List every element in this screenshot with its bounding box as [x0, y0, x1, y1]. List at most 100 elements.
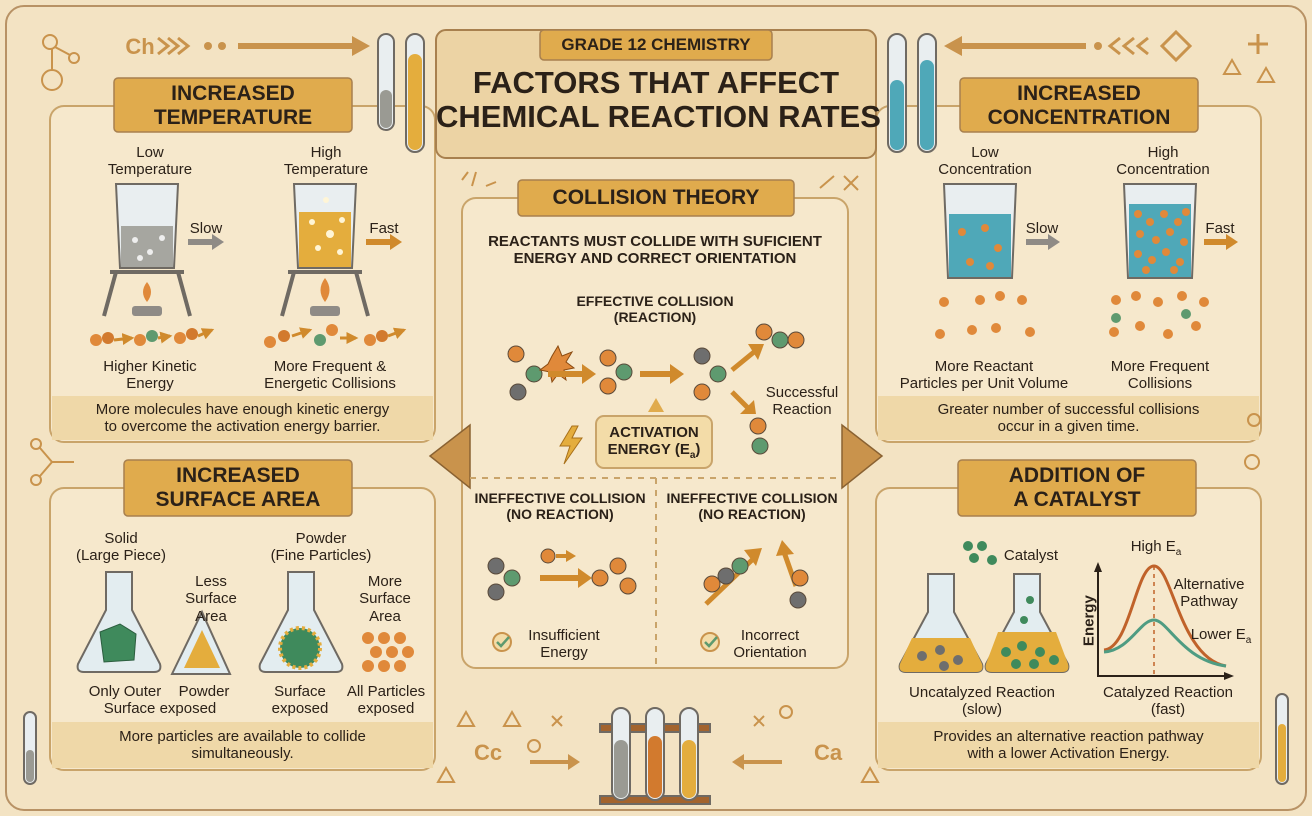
banner-surface [123, 459, 353, 517]
conc-caption-right: More Frequent Collisions [1092, 358, 1228, 393]
conc-fast-label: Fast [1205, 220, 1235, 237]
high-conc-label-1: High [1147, 144, 1179, 161]
less-surface-label-1: Less [195, 573, 227, 590]
low-conc-label-1: Low [971, 144, 999, 161]
footer-strip-surface [52, 722, 433, 768]
temperature-footer-1: More molecules have enough kinetic energ… [95, 401, 390, 418]
conc-caption-left-2: Particles per Unit Volume [899, 375, 1069, 393]
temp-slow-label: Slow [189, 220, 223, 237]
temperature-title: INCREASED TEMPERATURE [114, 82, 352, 130]
less-surface-label-2: Surface [185, 590, 237, 608]
collision-subtitle-2: ENERGY AND CORRECT ORIENTATION [513, 250, 797, 268]
concentration-title-2: CONCENTRATION [987, 106, 1171, 130]
lower-ea-subscript: a [1245, 635, 1252, 646]
concentration-title: INCREASED CONCENTRATION [960, 82, 1198, 130]
beaker-high-conc-icon [1122, 183, 1198, 279]
collision-subtitle-1: REACTANTS MUST COLLIDE WITH SUFICIENT [488, 233, 822, 250]
successful-reaction-label-2: Reaction [772, 401, 832, 419]
ineffective-left-label-1: INEFFECTIVE COLLISION [474, 490, 646, 506]
conc-particles-icon [935, 291, 1209, 339]
less-surface-label-3: Area [195, 607, 227, 625]
surface-footer-2: simultaneously. [191, 745, 294, 763]
banner-catalyst [957, 459, 1197, 517]
surface-title: INCREASED SURFACE AREA [124, 464, 352, 512]
surface-caption-3-1: Surface [274, 683, 326, 700]
grade-banner [539, 29, 773, 61]
temperature-footer: More molecules have enough kinetic energ… [52, 401, 433, 436]
catalyst-label: Catalyst [1003, 547, 1059, 564]
ineffective-left-label: INEFFECTIVE COLLISION (NO REACTION) [466, 490, 654, 522]
uncatalyzed-label: Uncatalyzed Reaction (slow) [894, 684, 1070, 719]
surface-caption-3-2: exposed [271, 700, 329, 718]
temp-caption-right-2: Energetic Collisions [264, 375, 396, 393]
test-tube-icon [377, 33, 937, 153]
lower-ea-text: Lower E [1190, 626, 1246, 643]
collision-title: COLLISION THEORY [552, 186, 760, 209]
surface-caption-4-2: exposed [357, 700, 415, 718]
temp-caption-left: Higher Kinetic Energy [80, 358, 220, 393]
test-tube-rack-icon [599, 707, 711, 805]
surface-title-2: SURFACE AREA [155, 488, 321, 512]
high-temp-label-1: High [310, 144, 342, 161]
page-title: FACTORS THAT AFFECT CHEMICAL REACTION RA… [436, 66, 881, 134]
insufficient-energy-label-2: Energy [540, 644, 588, 662]
surface-footer: More particles are available to collide … [52, 728, 433, 763]
surface-title-1: INCREASED [176, 464, 300, 487]
activation-energy-close: ) [695, 441, 701, 459]
concentration-footer-2: occur in a given time. [997, 418, 1140, 436]
more-surface-label: More Surface Area [350, 573, 420, 625]
footer-strip-concentration [878, 396, 1259, 440]
ineffective-right-label-1: INEFFECTIVE COLLISION [666, 490, 838, 506]
catalyzed-label-1: Catalyzed Reaction [1102, 684, 1234, 701]
catalyst-title-2: A CATALYST [1013, 488, 1141, 512]
successful-reaction-label: Successful Reaction [752, 384, 852, 419]
deco-ch: Ch [125, 34, 155, 59]
deco-ca: Ca [813, 740, 843, 765]
all-particles-icon [362, 632, 414, 672]
surface-caption-1: Only Outer [88, 683, 162, 700]
high-ea-label: High Ea [1116, 538, 1196, 559]
incorrect-orientation-label-2: Orientation [733, 644, 807, 662]
banner-concentration [959, 77, 1199, 133]
alternative-pathway-label-1: Alternative [1173, 576, 1245, 593]
effective-collision-label-2: (REACTION) [613, 309, 697, 326]
concentration-footer-1: Greater number of successful collisions [937, 401, 1200, 418]
solid-label-1: Solid [104, 530, 138, 547]
arrow-right-icon [841, 423, 884, 490]
activation-energy-label: ACTIVATION ENERGY (Ea) [596, 424, 712, 462]
conc-slow-label: Slow [1025, 220, 1059, 237]
temp-caption-right: More Frequent & Energetic Collisions [250, 358, 410, 393]
high-ea-text: High E [1130, 538, 1176, 555]
surface-caption-2: Powder [178, 683, 230, 700]
flask-powder-icon [258, 571, 344, 673]
footer-strip-catalyst [878, 722, 1259, 768]
activation-energy-label-1: ACTIVATION [609, 424, 699, 441]
temp-caption-left-1: Higher Kinetic [103, 358, 197, 375]
conc-caption-right-1: More Frequent [1110, 358, 1210, 375]
conc-caption-left-1: More Reactant [934, 358, 1034, 375]
powder-label-1: Powder [295, 530, 347, 547]
low-conc-label: Low Concentration [920, 144, 1050, 179]
high-ea-subscript: a [1175, 547, 1182, 558]
more-surface-label-1: More [367, 573, 403, 590]
temperature-title-2: TEMPERATURE [153, 106, 313, 130]
surface-footer-1: More particles are available to collide [119, 728, 366, 745]
incorrect-orientation-label: Incorrect Orientation [720, 627, 820, 662]
banner-collision [517, 179, 795, 217]
powder-label-2: (Fine Particles) [270, 547, 372, 565]
flask-catalyzed-icon [984, 573, 1070, 673]
title-line-2: CHEMICAL REACTION RATES [436, 99, 881, 134]
effective-collision-icon [507, 323, 805, 455]
arrow-left-icon [428, 423, 471, 490]
temp-caption-right-1: More Frequent & [273, 358, 387, 375]
powder-pile-icon [184, 630, 220, 668]
concentration-title-1: INCREASED [1017, 82, 1141, 105]
energy-axis-label: Energy [1080, 595, 1098, 647]
ineffective-left-label-2: (NO REACTION) [506, 506, 614, 523]
temperature-title-1: INCREASED [171, 82, 295, 105]
uncatalyzed-label-2: (slow) [962, 701, 1002, 719]
low-temp-label-2: Temperature [107, 161, 193, 179]
surface-caption-4-1: All Particles [346, 683, 426, 700]
